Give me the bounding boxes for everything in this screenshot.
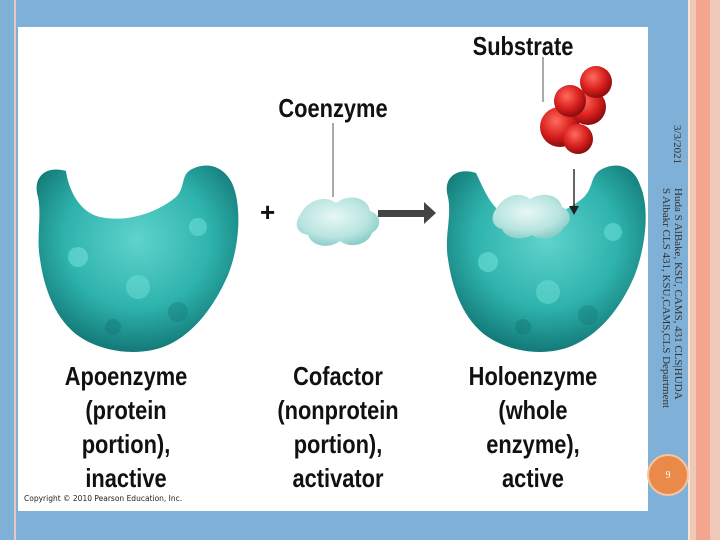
cofactor-line-1: Cofactor bbox=[293, 361, 383, 391]
cofactor-line-4: activator bbox=[292, 463, 384, 493]
holoenzyme-line-2: (whole bbox=[498, 395, 568, 425]
substrate-label: Substrate bbox=[472, 31, 574, 61]
enzyme-figure: Substrate Coenzyme + Apoenzyme (protein … bbox=[18, 27, 648, 511]
cofactor-line-3: portion), bbox=[293, 429, 383, 459]
enzyme-illustration bbox=[36, 57, 646, 352]
holoenzyme-caption: Holoenzyme (whole enzyme), active bbox=[453, 359, 613, 495]
holoenzyme-shape bbox=[446, 165, 646, 352]
apoenzyme-line-2: (protein bbox=[85, 395, 167, 425]
apoenzyme-line-4: inactive bbox=[85, 463, 167, 493]
holoenzyme-line-3: enzyme), bbox=[486, 429, 580, 459]
slide-border-line bbox=[688, 0, 690, 540]
copyright-notice: Copyright © 2010 Pearson Education, Inc. bbox=[24, 494, 183, 503]
apoenzyme-shape bbox=[36, 165, 239, 352]
cofactor-shape bbox=[296, 197, 380, 246]
slide-border-accent bbox=[696, 0, 710, 540]
page-number-badge: 9 bbox=[647, 454, 689, 496]
reaction-arrow bbox=[378, 202, 436, 224]
cofactor-line-2: (nonprotein bbox=[277, 395, 399, 425]
coenzyme-label: Coenzyme bbox=[278, 93, 388, 123]
holoenzyme-line-4: active bbox=[502, 463, 564, 493]
substrate-shape bbox=[540, 66, 612, 154]
slide-date: 3/3/2021 bbox=[671, 125, 683, 165]
holoenzyme-line-1: Holoenzyme bbox=[468, 361, 598, 391]
cofactor-caption: Cofactor (nonprotein portion), activator bbox=[262, 359, 413, 495]
footer-line-1: Huda S AlBake, KSU, CAMS, 431 CLS|HUDA bbox=[672, 188, 684, 400]
apoenzyme-caption: Apoenzyme (protein portion), inactive bbox=[50, 359, 201, 495]
apoenzyme-line-1: Apoenzyme bbox=[64, 361, 188, 391]
slide-border-left bbox=[14, 0, 16, 540]
apoenzyme-line-3: portion), bbox=[81, 429, 171, 459]
footer-line-2: S Albakr CLS 431, KSU,CAMS,CLS Departmen… bbox=[660, 188, 672, 409]
plus-symbol: + bbox=[260, 197, 276, 227]
slide-footer: Huda S AlBake, KSU, CAMS, 431 CLS|HUDA S… bbox=[660, 188, 684, 408]
binding-arrow bbox=[569, 169, 579, 215]
